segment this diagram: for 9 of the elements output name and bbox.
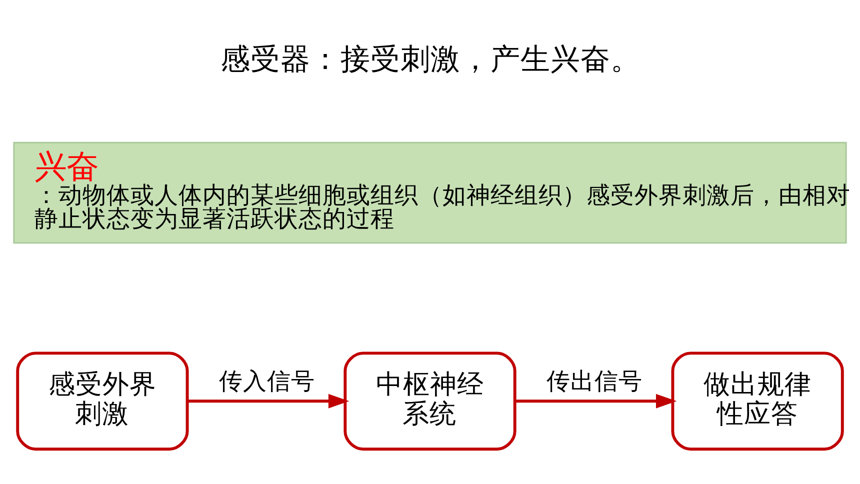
node-box: 感受外界刺激	[16, 352, 189, 451]
node-box: 中枢神经系统	[344, 352, 516, 451]
arrow	[515, 394, 677, 408]
node-box: 兴奋 ：动物体或人体内的某些细胞或组织（如神经组织）感受外界刺激后，由相对静止状态变为显著活跃状态的过程	[13, 142, 847, 244]
edge-label: 传出信号	[546, 367, 643, 396]
edge-label: 传入信号	[219, 367, 316, 396]
node-box: 做出规律性应答	[671, 352, 844, 451]
arrow	[188, 394, 350, 408]
label: 感受器：接受刺激，产生兴奋。	[220, 42, 640, 76]
